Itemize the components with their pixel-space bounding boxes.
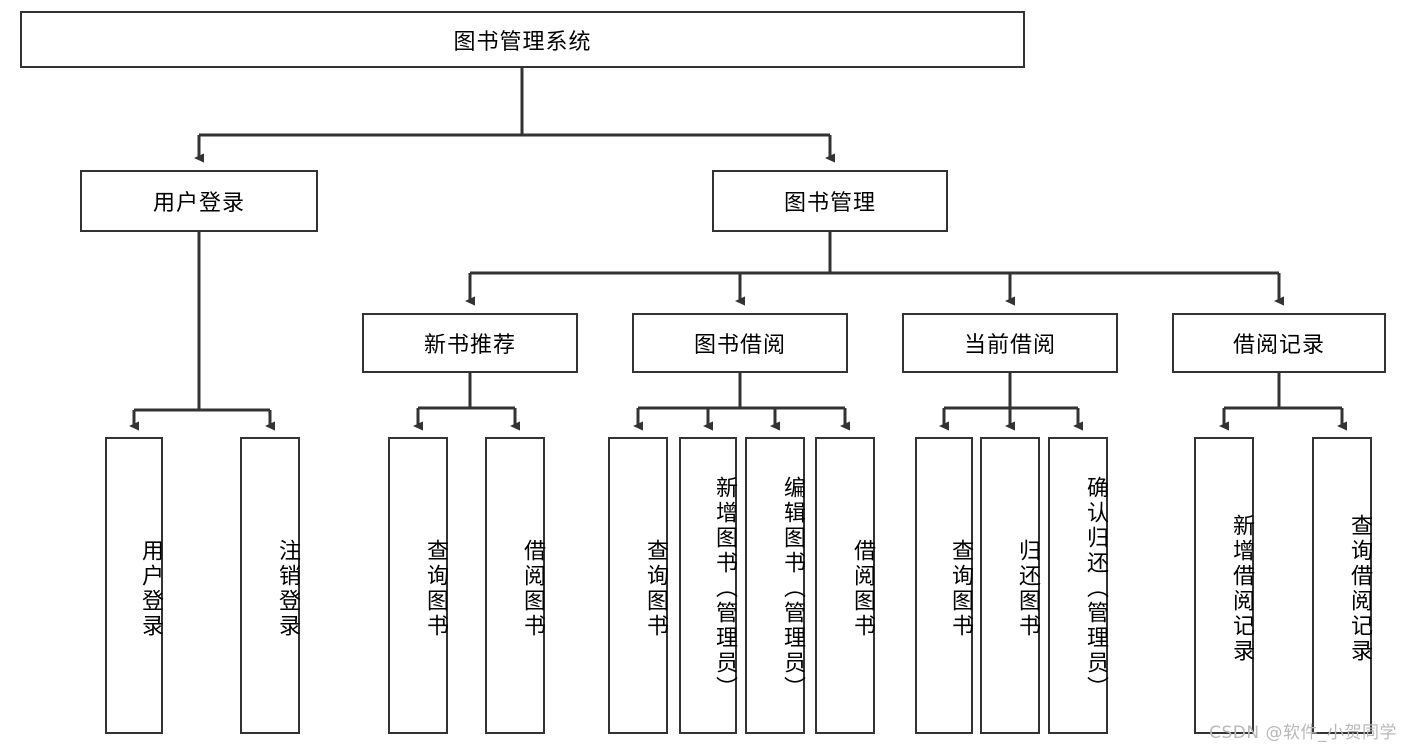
node-leaf-query-borrow-record[interactable]: 查询借阅记录 [1312, 437, 1372, 734]
node-label: 新书推荐 [423, 333, 516, 358]
node-label: 图书管理 [783, 191, 876, 216]
node-leaf-return-book[interactable]: 归还图书 [980, 437, 1040, 734]
node-label: 图书借阅 [693, 333, 786, 358]
node-leaf-query-book-borrow[interactable]: 查询图书 [608, 437, 668, 734]
node-level3-new-book-recommend[interactable]: 新书推荐 [362, 313, 578, 373]
node-level3-borrow-record[interactable]: 借阅记录 [1172, 313, 1386, 373]
node-leaf-confirm-return-admin[interactable]: 确认归还（管理员） [1048, 437, 1108, 734]
node-label: 确认归还（管理员） [1083, 476, 1108, 701]
node-label: 当前借阅 [963, 333, 1056, 358]
node-leaf-edit-book-admin[interactable]: 编辑图书（管理员） [745, 437, 805, 734]
node-label: 新增图书（管理员） [712, 476, 737, 701]
node-label: 归还图书 [1015, 538, 1040, 639]
node-leaf-add-book-admin[interactable]: 新增图书（管理员） [679, 437, 737, 734]
node-leaf-user-login[interactable]: 用户登录 [105, 437, 163, 734]
watermark: CSDN @软件_小贺同学 [1209, 723, 1397, 743]
node-leaf-logout[interactable]: 注销登录 [240, 437, 300, 734]
node-level3-current-borrow[interactable]: 当前借阅 [902, 313, 1118, 373]
node-label: 查询借阅记录 [1347, 513, 1372, 664]
node-root[interactable]: 图书管理系统 [20, 11, 1025, 68]
node-level2-book-management[interactable]: 图书管理 [712, 170, 948, 232]
node-label: 查询图书 [423, 538, 448, 639]
node-label: 借阅记录 [1232, 333, 1325, 358]
node-label: 注销登录 [275, 538, 300, 639]
node-label: 查询图书 [948, 538, 973, 639]
node-label: 借阅图书 [520, 538, 545, 639]
node-leaf-add-borrow-record[interactable]: 新增借阅记录 [1194, 437, 1254, 734]
node-leaf-borrow-book[interactable]: 借阅图书 [815, 437, 875, 734]
node-label: 用户登录 [138, 538, 163, 639]
node-leaf-query-book-recommend[interactable]: 查询图书 [388, 437, 448, 734]
node-label: 图书管理系统 [453, 29, 592, 55]
node-label: 新增借阅记录 [1229, 513, 1254, 664]
node-label: 用户登录 [152, 191, 245, 216]
node-label: 查询图书 [643, 538, 668, 639]
node-label: 编辑图书（管理员） [780, 476, 805, 701]
node-label: 借阅图书 [850, 538, 875, 639]
node-level2-user-login[interactable]: 用户登录 [80, 170, 318, 232]
node-level3-book-borrow[interactable]: 图书借阅 [632, 313, 848, 373]
node-leaf-query-book-current[interactable]: 查询图书 [915, 437, 973, 734]
node-leaf-borrow-book-recommend[interactable]: 借阅图书 [485, 437, 545, 734]
